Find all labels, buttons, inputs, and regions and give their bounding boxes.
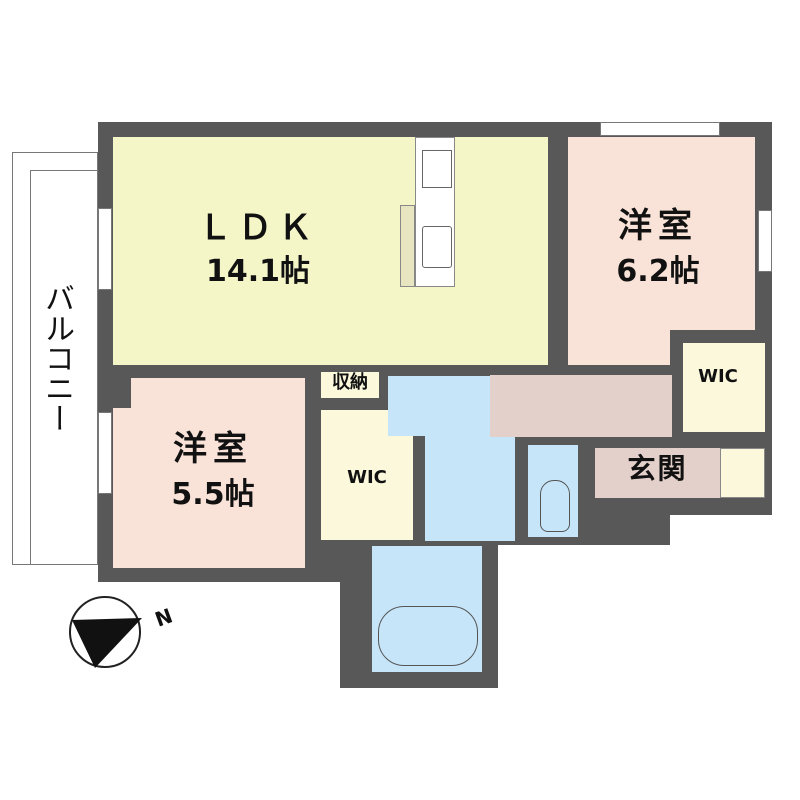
balcony-label: バルコニー (39, 283, 74, 433)
kitchen-counter (415, 137, 455, 287)
toilet (528, 445, 578, 537)
ldk-room: ＬＤＫ 14.1帖 (113, 137, 548, 365)
balcony: バルコニー (12, 152, 98, 565)
entrance-label: 玄関 (627, 452, 688, 485)
bathtub-icon (378, 606, 478, 666)
ldk-size: 14.1帖 (205, 254, 311, 289)
stove-icon (422, 150, 452, 188)
wic-left-label: WIC (347, 467, 387, 488)
storage: 収納 (321, 372, 379, 398)
ldk-name: ＬＤＫ (198, 208, 318, 248)
western-room-1-name: 洋室 (618, 206, 698, 246)
hallway (490, 375, 672, 437)
western-room-1-size: 6.2帖 (616, 254, 700, 289)
western-room-2-name: 洋室 (173, 429, 253, 469)
bathroom (372, 546, 482, 672)
north-label: N (152, 603, 176, 631)
wic-right: WIC (683, 343, 765, 432)
wic-right-label: WIC (698, 366, 738, 387)
sink-icon (422, 226, 452, 268)
north-arrow-icon (72, 618, 142, 668)
shoe-cabinet (720, 448, 765, 498)
western-room-5-5: 洋室 5.5帖 (113, 378, 305, 568)
washroom (388, 376, 430, 436)
western-room-6-2: 洋室 6.2帖 (568, 137, 755, 365)
toilet-icon (540, 480, 570, 532)
western-room-2-size: 5.5帖 (171, 477, 255, 512)
compass: N (69, 596, 176, 668)
entrance: 玄関 (595, 448, 720, 498)
storage-label: 収納 (332, 372, 368, 393)
